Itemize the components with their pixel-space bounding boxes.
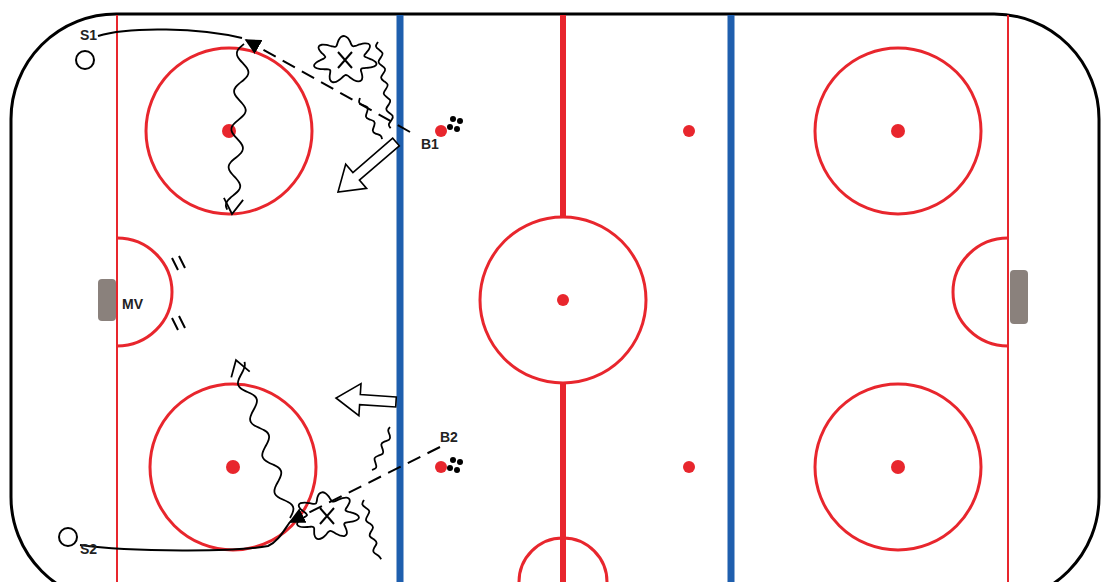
- player-label: MV: [122, 297, 143, 311]
- skate-path: [98, 29, 242, 38]
- faceoff-dot: [226, 460, 240, 474]
- faceoff-circle: [150, 384, 316, 550]
- goal-net: [1010, 270, 1028, 324]
- goal-line: [1007, 15, 1009, 582]
- defender-pressure: [376, 42, 393, 128]
- defender-pressure: [297, 492, 359, 539]
- stickhandle-path: [226, 44, 249, 210]
- center-circle: [480, 217, 646, 383]
- stickhandle-path: [238, 362, 294, 518]
- goalie-tick: [172, 256, 185, 270]
- faceoff-dot: [683, 125, 695, 137]
- defender-x: [320, 508, 334, 524]
- defender-pressure: [372, 427, 390, 470]
- faceoff-dot: [557, 294, 569, 306]
- pass-line: [290, 447, 440, 522]
- skate-direction-arrow: [338, 138, 399, 192]
- player-label: S2: [80, 542, 97, 556]
- player-label: B2: [440, 430, 458, 444]
- puck: [447, 465, 453, 471]
- defender-pressure: [362, 500, 381, 559]
- goalie-tick: [172, 316, 185, 330]
- player-label: S1: [80, 28, 97, 42]
- skate-direction-arrow: [336, 384, 396, 416]
- puck: [450, 116, 456, 122]
- puck: [457, 459, 463, 465]
- skating-paths: [80, 29, 440, 550]
- faceoff-dot: [435, 125, 447, 137]
- open-arrow-head: [224, 198, 243, 214]
- skate-path: [80, 522, 290, 550]
- goal-crease: [117, 238, 172, 346]
- rink-markings: [11, 14, 1099, 582]
- referee-crease: [519, 538, 607, 582]
- center-line: [560, 383, 566, 582]
- player-label: B1: [421, 137, 439, 151]
- puck-piles: [447, 116, 463, 473]
- defender-x: [338, 52, 352, 68]
- goal-line: [116, 15, 118, 582]
- drill-strokes: [224, 36, 399, 559]
- goal-crease: [953, 238, 1008, 346]
- goal-net: [98, 279, 116, 321]
- center-line: [560, 15, 566, 217]
- faceoff-dot: [891, 460, 905, 474]
- faceoff-dot: [435, 461, 447, 473]
- rink-boards: [11, 14, 1099, 582]
- puck: [454, 126, 460, 132]
- faceoff-dot: [683, 461, 695, 473]
- pass-line: [246, 40, 410, 132]
- players: [59, 51, 352, 546]
- puck: [454, 467, 460, 473]
- skater-marker: [59, 528, 77, 546]
- skater-marker: [76, 51, 94, 69]
- faceoff-dot: [891, 124, 905, 138]
- puck: [457, 118, 463, 124]
- puck: [447, 124, 453, 130]
- blue-line: [728, 15, 735, 582]
- faceoff-circle: [815, 384, 981, 550]
- puck: [450, 457, 456, 463]
- defender-pressure: [359, 98, 382, 139]
- open-arrow-head: [231, 360, 249, 377]
- faceoff-circle: [815, 48, 981, 214]
- faceoff-circle: [146, 48, 312, 214]
- blue-line: [397, 15, 404, 582]
- defender-pressure: [314, 36, 376, 82]
